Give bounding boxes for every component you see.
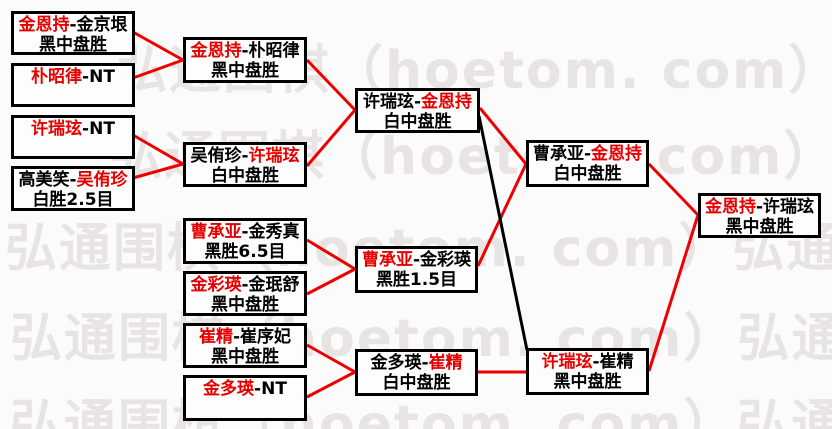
match-result: 白中盘胜 (211, 166, 279, 186)
player-name: -NT (82, 67, 115, 87)
match-players: 曹承亚-金彩瑛 (358, 250, 475, 270)
match-result: 白胜2.5目 (32, 190, 114, 210)
match-box-round3: 许瑞玹-崔精黑中盘胜 (526, 348, 649, 395)
match-box-round3: 曹承亚-金恩持白中盘胜 (526, 140, 649, 187)
winner-advance-line (305, 109, 357, 167)
match-box-round1: 许瑞玹-NT (11, 115, 135, 159)
match-result: 黑胜1.5目 (375, 270, 458, 290)
match-players: 吴侑珍-许瑞玹 (186, 146, 304, 166)
winner-name: 金恩持 (421, 92, 473, 112)
winner-name: 许瑞玹 (248, 146, 300, 166)
match-result: 黑中盘胜 (211, 295, 279, 315)
match-result: 黑中盘胜 (725, 217, 794, 237)
player-name: -金秀真 (241, 222, 300, 242)
winner-advance-line (305, 58, 357, 112)
winner-advance-line (306, 267, 356, 296)
watermark-text: 弘通围棋（hoetom. com）弘通围棋（hoetom. com） (10, 395, 832, 429)
winner-name: 金恩持 (704, 197, 756, 217)
winner-name: 金恩持 (18, 15, 70, 35)
match-box-round1: 朴昭律-NT (11, 63, 135, 107)
match-box-round1: 金多瑛-NT (183, 375, 307, 421)
winner-advance-line (132, 58, 184, 80)
match-players: 金恩持-朴昭律 (186, 41, 304, 61)
player-name: -金彩瑛 (412, 250, 472, 270)
match-box-round1: 金恩持-金京垠黑中盘胜 (11, 11, 135, 55)
match-players: 许瑞玹-NT (14, 119, 132, 139)
loser-drop-line (477, 115, 529, 351)
match-box-round1: 金彩瑛-金珉舒黑中盘胜 (183, 271, 307, 316)
match-players: 朴昭律-NT (14, 67, 132, 87)
match-players: 金多瑛-崔精 (358, 353, 475, 373)
winner-advance-line (647, 162, 700, 217)
match-result: 黑胜6.5目 (204, 242, 286, 262)
match-result: 白中盘胜 (553, 164, 622, 184)
winner-advance-line (478, 107, 528, 165)
match-players: 金彩瑛-金珉舒 (186, 275, 304, 295)
winner-advance-line (306, 238, 356, 271)
match-players: 曹承亚-金恩持 (529, 144, 646, 164)
match-box-round1: 崔精-崔序妃黑中盘胜 (183, 323, 307, 368)
match-result: 黑中盘胜 (211, 61, 279, 81)
player-name: 许瑞玹- (362, 92, 422, 112)
player-name: -金珉舒 (241, 275, 300, 295)
match-result: 白中盘胜 (383, 112, 452, 132)
match-players: 高美笑-吴侑珍 (14, 170, 132, 190)
winner-advance-line (306, 370, 356, 399)
player-name: 吴侑珍- (190, 146, 249, 166)
player-name: -金京垠 (69, 15, 128, 35)
match-players: 许瑞玹-崔精 (529, 352, 646, 372)
winner-name: 金恩持 (190, 41, 242, 61)
winner-name: 崔精 (198, 327, 233, 347)
match-result: 白中盘胜 (382, 373, 451, 393)
match-box-round1: 曹承亚-金秀真黑胜6.5目 (183, 218, 307, 264)
player-name: -许瑞玹 (755, 197, 815, 217)
winner-advance-line (306, 343, 356, 374)
winner-name: 许瑞玹 (541, 352, 593, 372)
match-players: 金多瑛-NT (186, 379, 304, 399)
winner-advance-line (132, 133, 184, 166)
winner-name: 金彩瑛 (190, 275, 242, 295)
match-players: 许瑞玹-金恩持 (358, 92, 477, 112)
match-result: 黑中盘胜 (211, 347, 279, 367)
match-players: 崔精-崔序妃 (186, 327, 304, 347)
match-box-round2: 曹承亚-金彩瑛黑胜1.5目 (355, 246, 478, 293)
player-name: 金多瑛- (370, 353, 429, 373)
winner-name: 金多瑛 (203, 379, 255, 399)
winner-advance-line (476, 163, 528, 267)
match-players: 金恩持-金京垠 (14, 15, 132, 35)
match-box-round2: 金多瑛-崔精白中盘胜 (355, 349, 478, 396)
player-name: -NT (82, 119, 115, 139)
player-name: 曹承亚- (532, 144, 592, 164)
match-box-round2: 吴侑珍-许瑞玹白中盘胜 (183, 142, 307, 187)
player-name: -朴昭律 (241, 41, 300, 61)
match-players: 曹承亚-金秀真 (186, 222, 304, 242)
winner-name: 许瑞玹 (31, 119, 83, 139)
winner-advance-line (132, 30, 184, 62)
player-name: -崔序妃 (232, 327, 292, 347)
winner-name: 崔精 (428, 353, 463, 373)
match-players: 金恩持-许瑞玹 (701, 197, 818, 217)
winner-name: 朴昭律 (31, 67, 83, 87)
winner-name: 金恩持 (591, 144, 643, 164)
match-box-round3: 许瑞玹-金恩持白中盘胜 (355, 88, 480, 133)
player-name: -NT (254, 379, 287, 399)
match-box-round4: 金恩持-许瑞玹黑中盘胜 (698, 193, 821, 238)
winner-name: 曹承亚 (190, 222, 242, 242)
winner-advance-line (647, 214, 700, 372)
match-result: 黑中盘胜 (39, 35, 107, 55)
match-result: 黑中盘胜 (553, 372, 622, 392)
player-name: -崔精 (592, 352, 634, 372)
winner-name: 曹承亚 (361, 250, 413, 270)
match-box-round1: 高美笑-吴侑珍白胜2.5目 (11, 166, 135, 211)
player-name: 高美笑- (18, 170, 77, 190)
match-box-round2: 金恩持-朴昭律黑中盘胜 (183, 37, 307, 83)
winner-advance-line (132, 162, 184, 180)
winner-name: 吴侑珍 (76, 170, 128, 190)
